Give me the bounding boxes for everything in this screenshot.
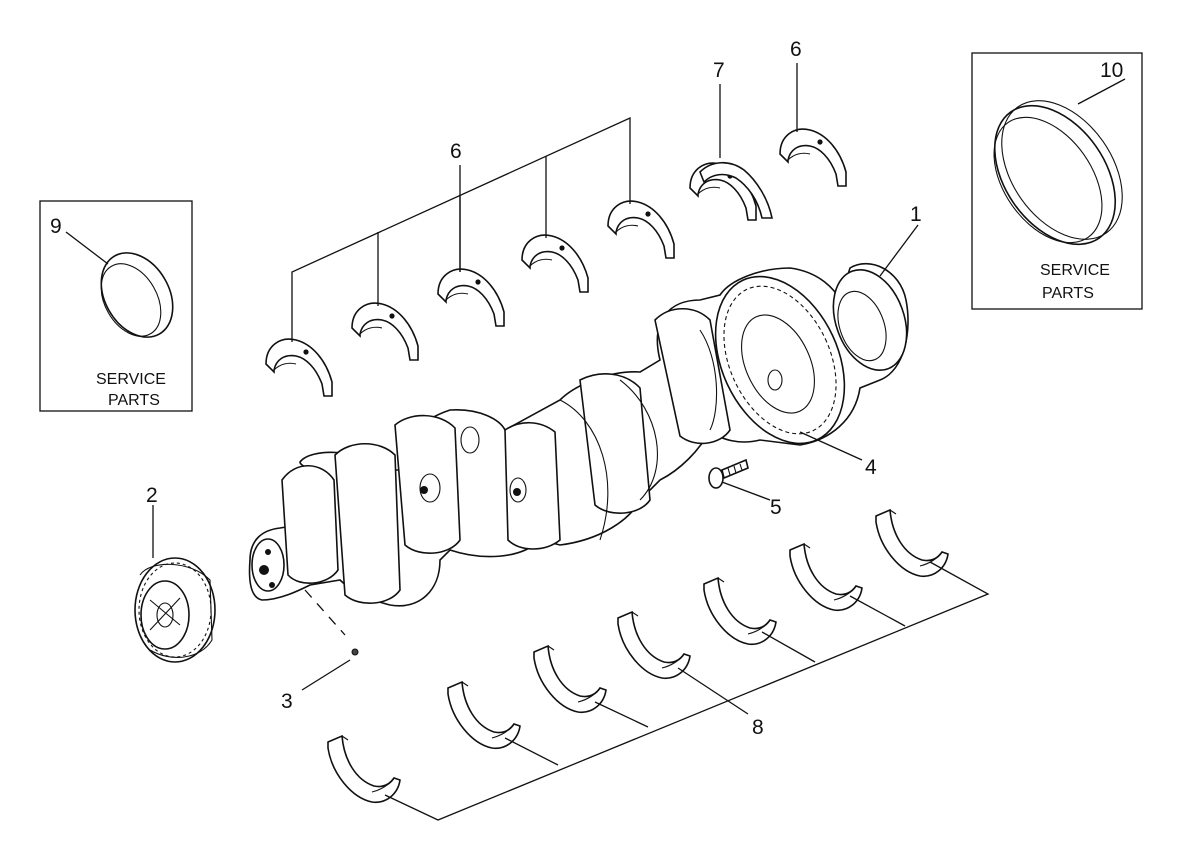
leader-4 (799, 431, 863, 461)
leader-5 (721, 481, 771, 501)
callout-1: 1 (910, 203, 922, 226)
service-box-left: 9 SERVICE PARTS (39, 200, 193, 412)
upper-bearing-6 (779, 128, 847, 187)
leader-3 (301, 659, 351, 691)
service-box-left-line2: PARTS (108, 392, 160, 409)
callout-5: 5 (770, 496, 782, 519)
service-box-right-frame (971, 52, 1143, 310)
leader-1 (879, 224, 919, 277)
bolt-5 (708, 458, 749, 489)
lower-bearing-2 (447, 681, 521, 750)
dowel-pin-3 (304, 589, 359, 656)
upper-bearing-2 (351, 302, 419, 361)
callout-6-right: 6 (790, 38, 802, 61)
service-box-right-line1: SERVICE (1040, 262, 1110, 279)
callout-6-left: 6 (450, 140, 462, 163)
timing-gear-4 (714, 275, 846, 445)
bracket-upper-6 (291, 116, 631, 342)
callout-3: 3 (281, 690, 293, 713)
callout-9: 9 (50, 215, 62, 238)
lower-bearing-1 (327, 735, 401, 804)
service-box-right: 10 SERVICE PARTS (971, 52, 1143, 310)
upper-thrust-bearing-7 (689, 161, 773, 221)
service-box-left-line1: SERVICE (96, 371, 166, 388)
leader-10 (1077, 78, 1126, 105)
service-box-right-line2: PARTS (1042, 285, 1094, 302)
callout-4: 4 (865, 456, 877, 479)
callout-2: 2 (146, 484, 158, 507)
upper-bearing-5 (607, 200, 675, 259)
upper-bearing-3 (437, 268, 505, 327)
callout-8: 8 (752, 716, 764, 739)
lower-bearing-6 (789, 543, 863, 612)
service-box-left-frame (39, 200, 193, 412)
bracket-lower-8 (384, 561, 990, 821)
callout-7: 7 (713, 59, 725, 82)
thrust-ring-9 (100, 252, 174, 338)
rear-seal-ring-10 (993, 100, 1123, 246)
crank-gear-2 (134, 557, 216, 663)
callout-10: 10 (1100, 59, 1123, 82)
crankshaft-1 (248, 263, 909, 607)
leader-9 (65, 231, 109, 265)
upper-bearing-1 (265, 338, 333, 397)
upper-bearing-4 (521, 234, 589, 293)
